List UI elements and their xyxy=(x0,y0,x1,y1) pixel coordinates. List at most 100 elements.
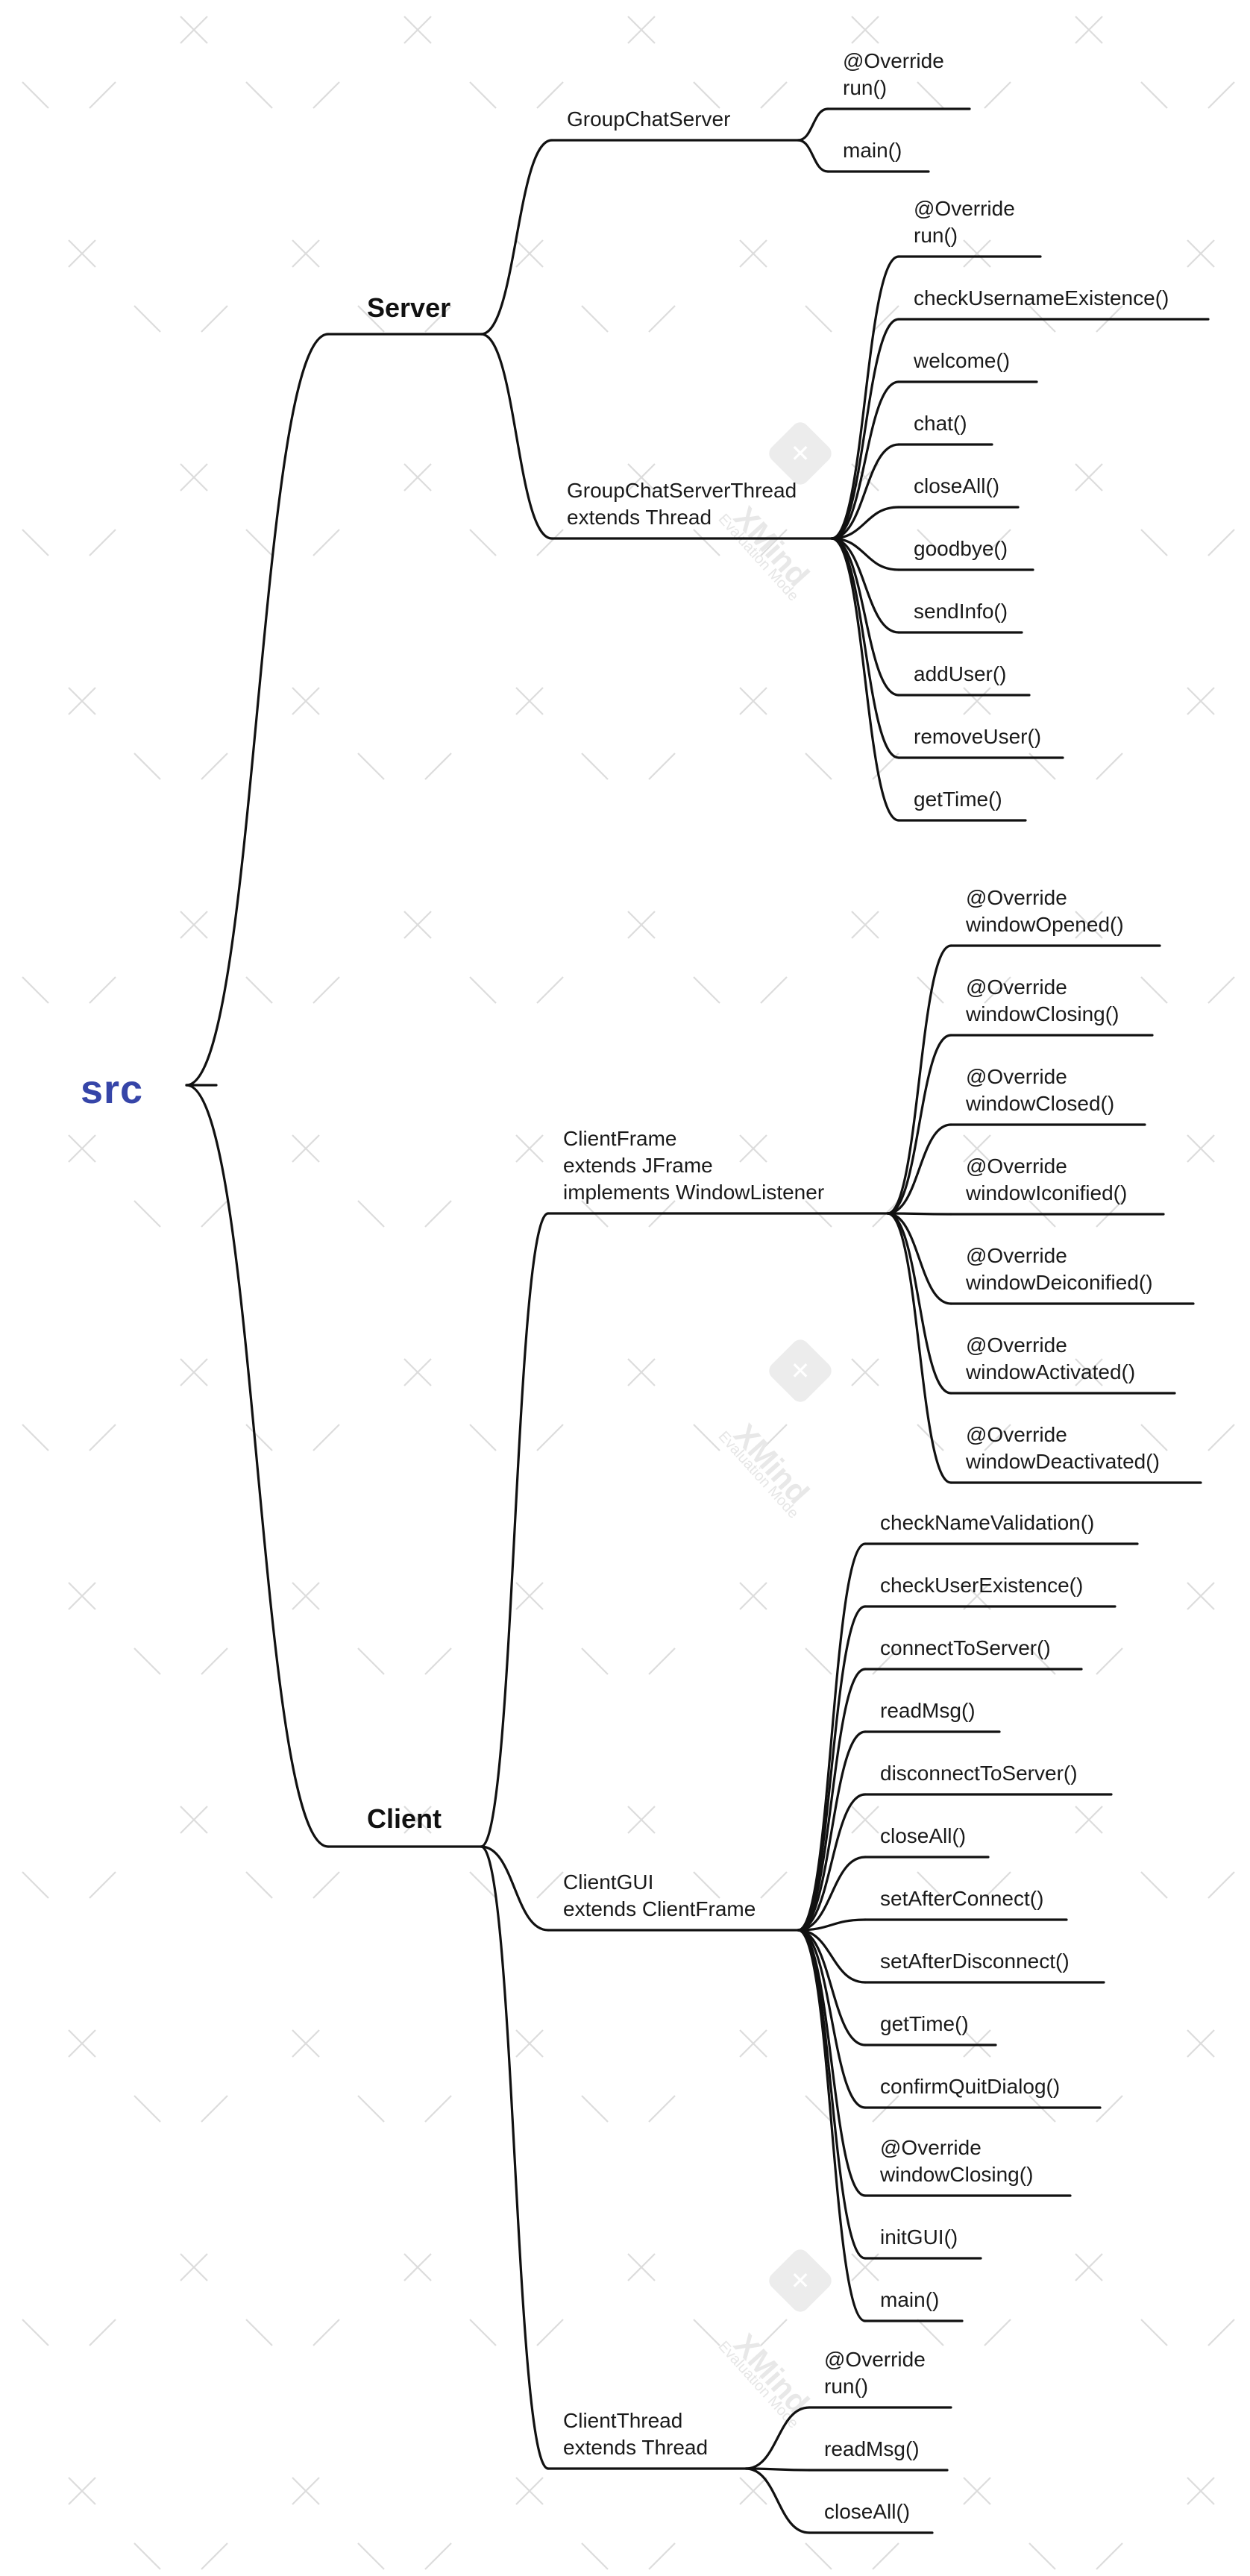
class-node-client_frame-line: implements WindowListener xyxy=(563,1181,825,1204)
method-node-group_chat_server-1-line: main() xyxy=(843,139,902,162)
watermark-dash xyxy=(89,1871,116,1899)
watermark-dash xyxy=(1140,1424,1168,1451)
watermark-dash xyxy=(22,81,49,109)
watermark-dash xyxy=(424,1647,452,1675)
method-node-client_gui-12[interactable]: main() xyxy=(880,2287,939,2313)
watermark-dash xyxy=(581,753,609,780)
method-node-client_gui-7[interactable]: setAfterDisconnect() xyxy=(880,1948,1070,1975)
watermark-dash xyxy=(693,1424,720,1451)
method-node-client_gui-5[interactable]: closeAll() xyxy=(880,1823,966,1850)
method-node-group_chat_server_thread-4[interactable]: closeAll() xyxy=(914,473,999,500)
watermark-dash xyxy=(963,1134,991,1163)
method-node-group_chat_server_thread-7[interactable]: addUser() xyxy=(914,661,1006,688)
watermark-dash xyxy=(89,2319,116,2346)
method-node-client_thread-0-line: @Override xyxy=(824,2348,926,2371)
edge-client_frame-method-2 xyxy=(886,1123,952,1215)
root-node-src[interactable]: src xyxy=(81,1067,144,1112)
branch-node-server[interactable]: Server xyxy=(367,292,451,323)
watermark-dash xyxy=(22,1871,49,1899)
watermark-dash xyxy=(581,2542,609,2570)
watermark-dash xyxy=(22,1424,49,1451)
watermark-dash xyxy=(245,81,273,109)
watermark-dash xyxy=(984,1424,1011,1451)
method-node-group_chat_server_thread-9[interactable]: getTime() xyxy=(914,786,1002,813)
watermark-dash xyxy=(1207,1871,1235,1899)
method-node-group_chat_server_thread-5[interactable]: goodbye() xyxy=(914,535,1008,562)
watermark-dash xyxy=(693,2319,720,2346)
method-node-client_gui-2[interactable]: connectToServer() xyxy=(880,1635,1051,1662)
watermark-dash xyxy=(1207,81,1235,109)
watermark-dash xyxy=(627,911,656,939)
method-node-group_chat_server-1[interactable]: main() xyxy=(843,137,902,164)
watermark-dash xyxy=(515,1134,544,1163)
watermark-dash xyxy=(739,687,767,715)
method-node-client_gui-1[interactable]: checkUserExistence() xyxy=(880,1572,1083,1599)
watermark-dash xyxy=(917,1871,944,1899)
method-node-client_gui-4-line: disconnectToServer() xyxy=(880,1762,1078,1785)
watermark-dash xyxy=(403,2253,432,2281)
method-node-client_gui-8[interactable]: getTime() xyxy=(880,2011,969,2038)
watermark-dash xyxy=(536,976,564,1004)
method-node-client_gui-11[interactable]: initGUI() xyxy=(880,2224,958,2251)
method-node-group_chat_server_thread-2[interactable]: welcome() xyxy=(914,348,1010,374)
method-node-client_gui-3[interactable]: readMsg() xyxy=(880,1697,976,1724)
edge-client_gui-method-4 xyxy=(797,1793,867,1932)
watermark-dash xyxy=(403,463,432,491)
edge-group_chat_server_thread-method-8 xyxy=(830,537,900,759)
watermark-dash xyxy=(312,1424,340,1451)
watermark-dash xyxy=(536,529,564,556)
watermark-dash xyxy=(760,529,788,556)
watermark-dash xyxy=(536,81,564,109)
watermark-dash xyxy=(739,1582,767,1610)
watermark-dash xyxy=(180,1358,208,1386)
watermark-dash xyxy=(89,976,116,1004)
watermark-dash xyxy=(134,1200,161,1228)
class-node-client_frame-line: ClientFrame xyxy=(563,1127,677,1150)
watermark-dash xyxy=(68,1134,96,1163)
branch-node-client[interactable]: Client xyxy=(367,1803,442,1834)
watermark-dash xyxy=(536,1424,564,1451)
method-node-client_thread-2[interactable]: closeAll() xyxy=(824,2498,910,2525)
watermark-dash xyxy=(515,687,544,715)
watermark-dash xyxy=(627,2253,656,2281)
method-node-client_thread-1-line: readMsg() xyxy=(824,2437,920,2460)
method-node-group_chat_server_thread-6[interactable]: sendInfo() xyxy=(914,598,1008,625)
method-node-client_gui-4[interactable]: disconnectToServer() xyxy=(880,1760,1078,1787)
watermark-dash xyxy=(68,2477,96,2505)
method-node-client_thread-1[interactable]: readMsg() xyxy=(824,2436,920,2463)
method-node-client_gui-6[interactable]: setAfterConnect() xyxy=(880,1885,1043,1912)
class-node-group_chat_server_thread-line: extends Thread xyxy=(567,506,712,529)
method-node-client_gui-9[interactable]: confirmQuitDialog() xyxy=(880,2073,1060,2100)
watermark-dash xyxy=(1096,753,1123,780)
method-node-group_chat_server_thread-3[interactable]: chat() xyxy=(914,410,967,437)
method-node-client_thread-0-line: run() xyxy=(824,2375,869,2398)
watermark-dash xyxy=(984,1871,1011,1899)
method-node-client_thread-0[interactable]: @Override run() xyxy=(824,2346,926,2400)
method-node-group_chat_server_thread-6-line: sendInfo() xyxy=(914,600,1008,623)
method-node-client_gui-1-line: checkUserExistence() xyxy=(880,1574,1084,1597)
method-node-client_gui-0[interactable]: checkNameValidation() xyxy=(880,1510,1094,1536)
watermark-dash xyxy=(627,16,656,44)
method-node-group_chat_server_thread-1[interactable]: checkUsernameExistence() xyxy=(914,285,1169,312)
watermark-dash xyxy=(312,2319,340,2346)
watermark-dash xyxy=(963,239,991,268)
method-node-client_frame-1-line: windowClosing() xyxy=(966,1002,1119,1025)
class-node-group_chat_server[interactable]: GroupChatServer xyxy=(567,106,730,133)
method-node-group_chat_server_thread-8[interactable]: removeUser() xyxy=(914,723,1041,750)
method-node-client_gui-10-line: windowClosing() xyxy=(880,2163,1034,2186)
edge-client_thread-method-2 xyxy=(744,2467,811,2534)
